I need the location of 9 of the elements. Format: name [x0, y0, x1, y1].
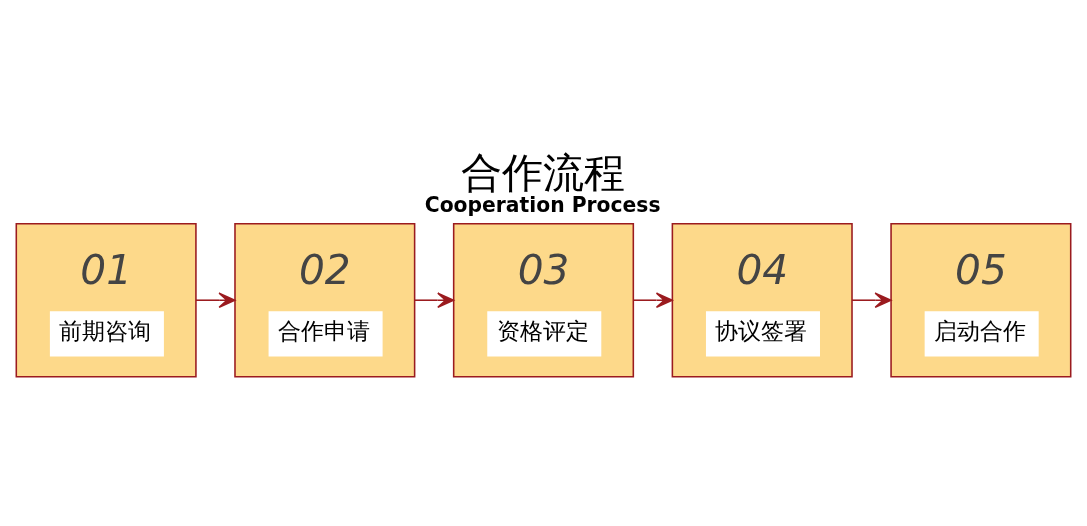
node-box: 03 资格评定: [452, 222, 635, 378]
arrow: [413, 291, 455, 308]
node-box: 02 合作申请: [234, 222, 416, 378]
node-box: 05 启动合作: [890, 222, 1072, 378]
arrow: [632, 291, 673, 308]
arrow: [195, 291, 236, 308]
node-box: 01 前期咨询: [15, 222, 197, 378]
arrow: [851, 291, 892, 308]
node-box: 04 协议签署: [671, 222, 853, 378]
